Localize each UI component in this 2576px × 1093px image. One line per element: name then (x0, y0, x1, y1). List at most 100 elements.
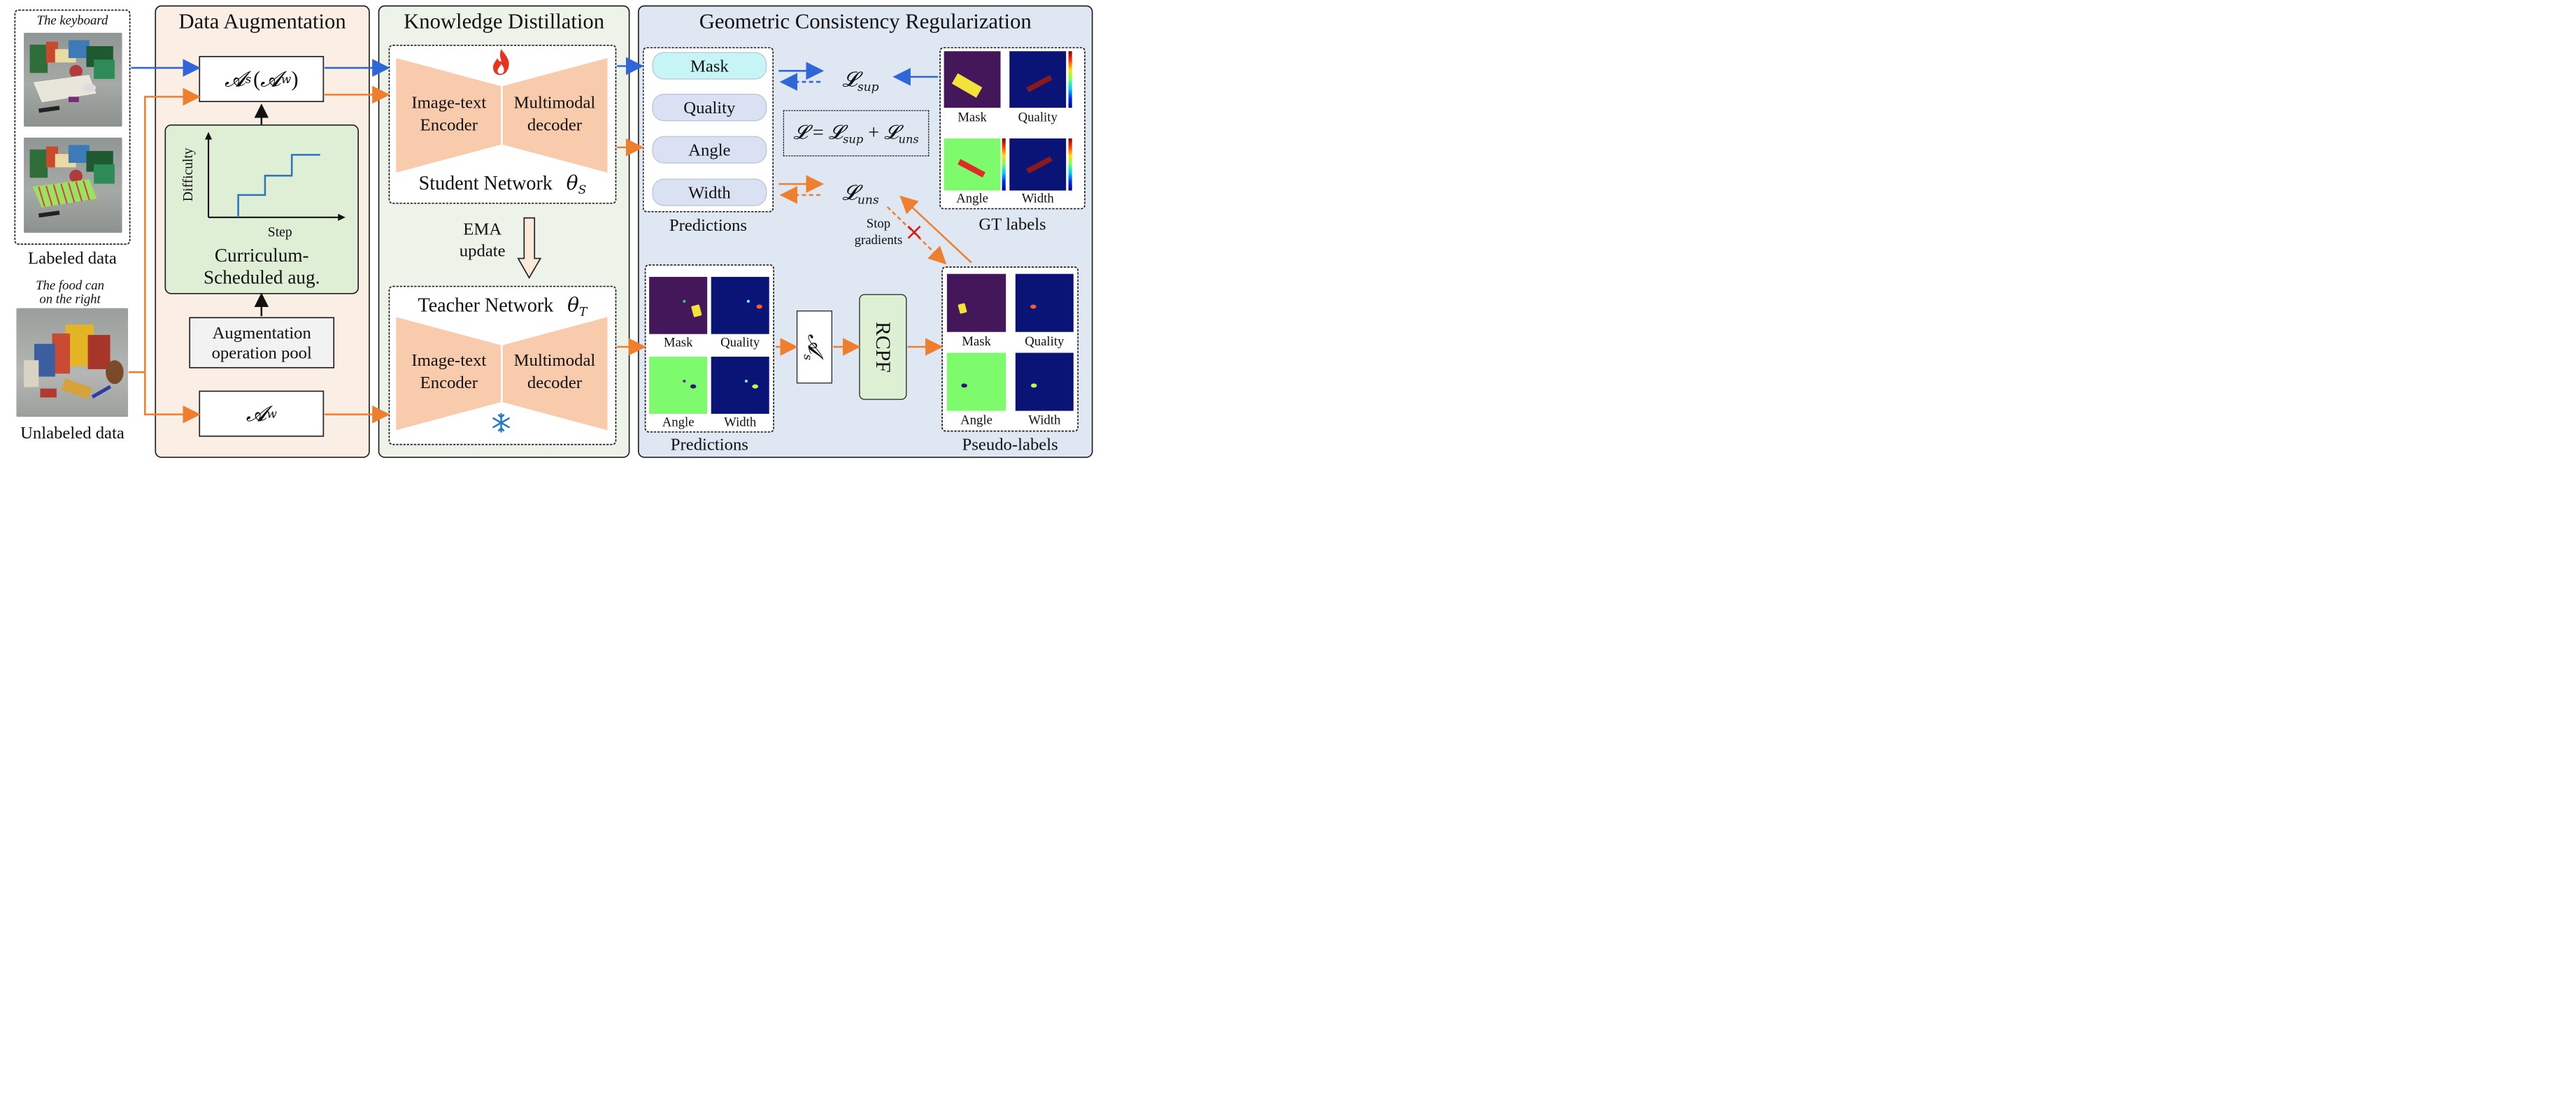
teacher-width-thumb (711, 357, 769, 414)
teacher-network-label: Teacher Network θT (389, 293, 617, 318)
gt-mask-caption: Mask (958, 109, 987, 124)
labeled-image-augmented (24, 137, 122, 233)
ema-label-1: EMA (463, 219, 502, 239)
difficulty-step-chart (204, 131, 346, 221)
pred-pill-width: Width (652, 178, 767, 206)
student-network-title: Student Network (418, 172, 553, 194)
pseudo-quality-caption: Quality (1025, 334, 1065, 349)
rcpf-box: RCPF (859, 294, 907, 400)
gt-mask-thumb (944, 51, 1001, 108)
augmented-scene-illustration (29, 145, 115, 218)
loss-plus: + (863, 121, 885, 143)
chart-ylabel: Difficulty (180, 148, 196, 202)
labeled-data-label: Labeled data (28, 248, 117, 268)
pred-pill-quality: Quality (652, 94, 767, 122)
loss-uns-symbol: 𝓛 (842, 180, 858, 205)
teacher-encoder-label-1: Image-text (411, 350, 487, 370)
ema-label-2: update (459, 241, 506, 261)
pool-line-2: operation pool (211, 343, 312, 363)
strong-op-subscript: s (801, 354, 815, 360)
augmentation-pool-box: Augmentation operation pool (189, 317, 335, 369)
teacher-network-shape (396, 317, 608, 431)
pseudo-angle-caption: Angle (960, 413, 992, 427)
pseudo-angle-thumb (946, 352, 1006, 411)
chart-xlabel: Step (267, 224, 292, 240)
strong-aug-inner-symbol: 𝓐 (260, 66, 281, 92)
teacher-mask-caption: Mask (663, 334, 693, 350)
pool-line-1: Augmentation (212, 322, 311, 343)
teacher-encoder-label-2: Encoder (420, 372, 478, 392)
unlabeled-data-label: Unlabeled data (20, 422, 124, 443)
pred-pill-angle: Angle (652, 136, 767, 164)
gt-angle-caption: Angle (956, 190, 988, 206)
snowflake-icon (491, 413, 512, 435)
strong-aug-paren-open: ( (252, 66, 261, 91)
labeled-caption: The keyboard (36, 13, 108, 28)
teacher-quality-caption: Quality (720, 334, 760, 350)
loss-eq-uns-symbol: 𝓛 (884, 120, 899, 144)
teacher-theta-subscript: T (579, 305, 588, 319)
curriculum-label-2: Scheduled aug. (204, 266, 320, 288)
gt-width-colorbar (1068, 138, 1072, 191)
teacher-theta: θ (567, 293, 580, 317)
gt-quality-thumb (1009, 51, 1067, 108)
student-encoder-label-1: Image-text (411, 92, 487, 113)
strong-op-box: 𝓐s (796, 310, 832, 384)
gt-angle-thumb (944, 138, 1001, 191)
gt-quality-caption: Quality (1018, 109, 1058, 124)
loss-sup-subscript: sup (857, 80, 879, 94)
strong-aug-inner-subscript: w (280, 72, 292, 86)
loss-equation: 𝓛 = 𝓛sup + 𝓛uns (783, 120, 930, 145)
teacher-quality-thumb (711, 276, 769, 334)
gt-width-caption: Width (1021, 190, 1054, 206)
fire-icon (491, 48, 512, 78)
loss-sup-label: 𝓛sup (834, 67, 888, 94)
loss-eq-sup-symbol: 𝓛 (828, 120, 844, 144)
diagram-canvas: Data Augmentation Knowledge Distillation… (0, 0, 1097, 465)
pseudo-labels-label: Pseudo-labels (962, 434, 1058, 454)
loss-equation-box (783, 110, 930, 157)
teacher-width-caption: Width (724, 415, 757, 429)
student-theta-subscript: S (578, 183, 587, 197)
loss-uns-subscript: uns (857, 193, 879, 207)
pseudo-width-thumb (1015, 352, 1074, 411)
stop-gradients-label-1: Stop (866, 216, 891, 231)
pseudo-quality-thumb (1015, 273, 1074, 332)
weak-aug-subscript: w (266, 406, 277, 421)
stop-gradients-label-2: gradients (854, 232, 903, 248)
gt-labels-label: GT labels (979, 214, 1046, 234)
loss-total-symbol: 𝓛 (793, 120, 808, 144)
curriculum-label-1: Curriculum- (214, 244, 309, 266)
teacher-angle-thumb (649, 357, 708, 414)
gt-quality-colorbar (1068, 51, 1072, 108)
pseudo-width-caption: Width (1028, 413, 1061, 427)
pseudo-mask-thumb (946, 273, 1006, 332)
teacher-predictions-label: Predictions (670, 434, 748, 454)
strong-aug-paren-close: ) (291, 66, 299, 91)
unlabeled-caption-1: The food can (36, 278, 104, 293)
loss-eq-sup-subscript: sup (843, 132, 864, 146)
student-decoder-label-1: Multimodal (513, 92, 596, 113)
food-scene-illustration (24, 324, 124, 399)
teacher-decoder-label-1: Multimodal (513, 350, 596, 370)
student-predictions-label: Predictions (669, 215, 747, 235)
loss-sup-symbol: 𝓛 (842, 66, 858, 92)
strong-op-symbol: 𝓐 (803, 334, 828, 355)
student-network-label: Student Network θS (389, 171, 617, 197)
gt-angle-colorbar (1002, 138, 1006, 191)
unlabeled-caption-2: on the right (39, 291, 101, 306)
regularization-title: Geometric Consistency Regularization (699, 9, 1032, 34)
strong-aug-subscript: s (245, 72, 252, 86)
teacher-mask-thumb (649, 276, 708, 334)
gt-width-thumb (1009, 138, 1067, 191)
strong-op-rotated: 𝓐s (801, 334, 827, 360)
distillation-title: Knowledge Distillation (404, 9, 605, 34)
student-theta: θ (566, 171, 578, 194)
keyboard-scene-illustration (29, 40, 115, 113)
labeled-image-keyboard (24, 32, 122, 127)
pred-pill-mask: Mask (652, 52, 767, 80)
student-encoder-label-2: Encoder (420, 115, 478, 135)
student-network-shape (396, 58, 608, 173)
